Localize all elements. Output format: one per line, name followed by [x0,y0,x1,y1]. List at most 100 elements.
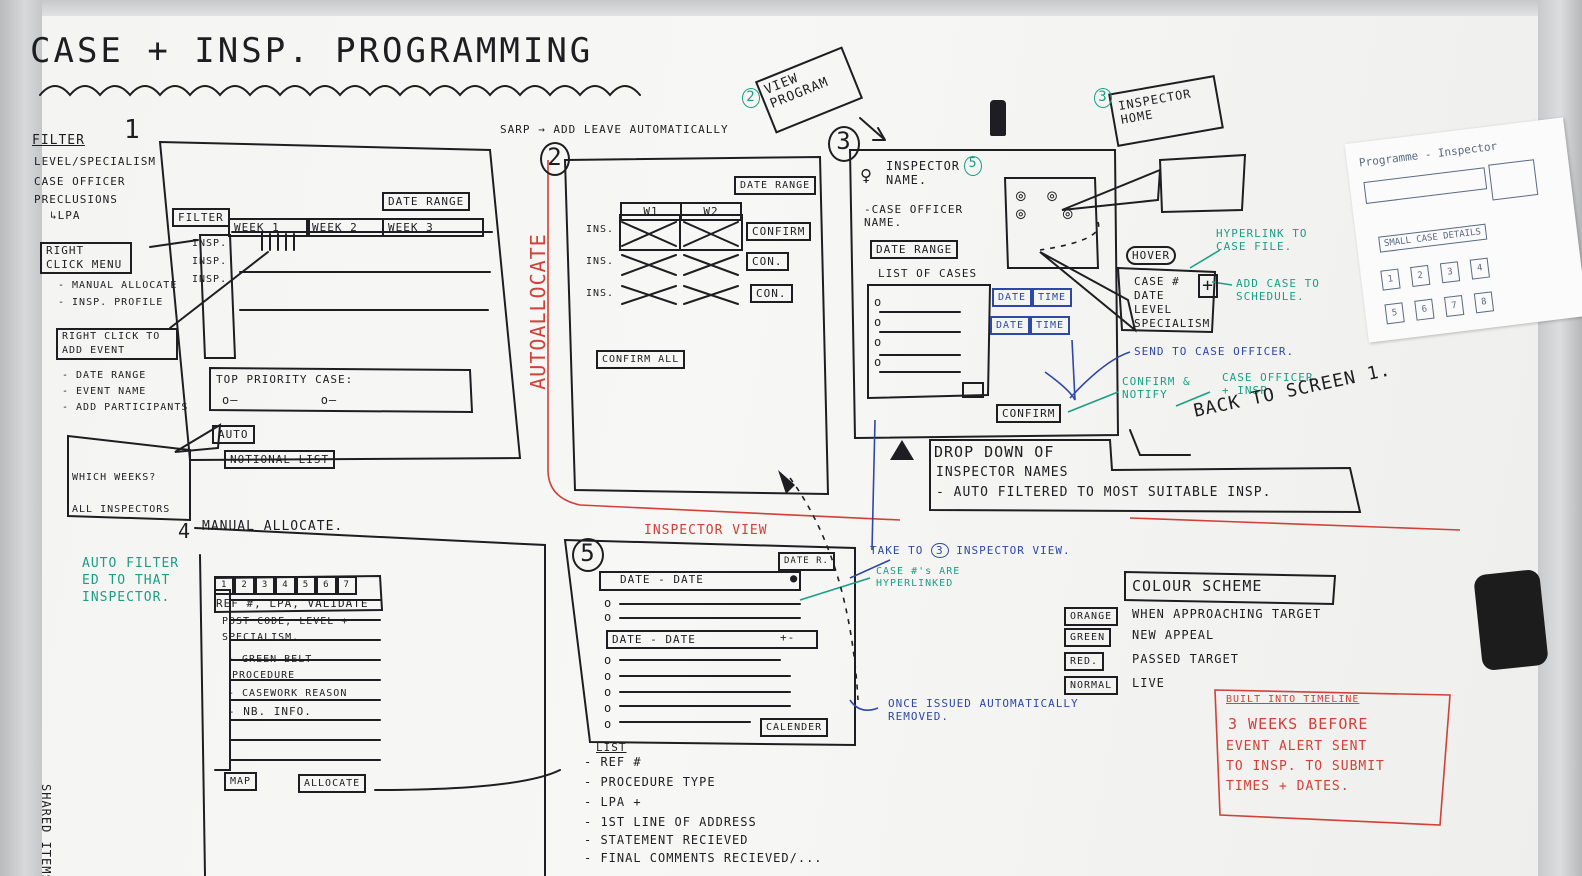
week-header[interactable]: WEEK 1 [228,218,310,237]
inspector-row[interactable]: INSP. [192,274,228,285]
dropdown-note: INSPECTOR NAMES [936,465,1069,480]
event-item: - EVENT NAME [62,386,147,397]
side-note: SHARED ITEMS [39,784,53,876]
date-range-button[interactable]: DATE R. [778,552,835,571]
time-field[interactable]: TIME [1030,316,1071,335]
case-officer-insp-note: CASE OFFICER + INSP. [1222,371,1314,397]
colour-meaning: LIVE [1132,676,1165,690]
menu-item: - INSP. PROFILE [58,297,164,308]
autoallocate-label: AUTOALLOCATE [525,233,550,390]
inspector-row[interactable]: INSP. [192,238,228,249]
tab[interactable]: 6 [316,576,337,595]
hover-item: SPECIALISM [1134,317,1211,330]
timeline-title: BUILT INTO TIMELINE [1226,694,1360,705]
tab-bar: 1 2 3 4 5 6 7 [214,576,357,595]
add-case-icon[interactable]: + [1198,274,1218,298]
confirm-notify-note: CONFIRM & NOTIFY [1122,375,1191,401]
confirm-button[interactable]: CONFIRM [996,404,1062,423]
take-to-note: TAKE TO 3 INSPECTOR VIEW. [870,543,1071,558]
take-to-label: TAKE TO [870,544,924,557]
board-frame-left [0,0,42,876]
map-button[interactable]: MAP [224,772,258,791]
details-line: - CASEWORK REASON [228,688,348,699]
week-header[interactable]: W1 [620,202,682,221]
page-title: CASE + INSP. PROGRAMMING [30,31,594,71]
sticky-box: 5 [1384,302,1405,325]
sticky-box: 6 [1414,298,1435,321]
board-frame-top [0,0,1582,16]
inspector-row[interactable]: INS. [586,224,615,235]
date-range-button[interactable]: DATE RANGE [382,192,471,211]
date-field[interactable]: DATE [992,288,1033,307]
sticky-note-field [1363,167,1488,204]
tab[interactable]: 7 [336,576,357,595]
date-range-row[interactable]: DATE - DATE [606,630,818,649]
colour-tag: NORMAL [1064,676,1119,695]
date-field[interactable]: DATE [990,316,1031,335]
tab[interactable]: 5 [295,576,317,595]
inspector-home-number: 3 [1094,88,1112,108]
calendar-button[interactable]: CALENDER [760,718,829,737]
confirm-button[interactable]: CON. [750,284,793,303]
filter-heading: FILTER [32,133,85,148]
auto-button[interactable]: AUTO [212,425,255,444]
case-bullets: o o [604,596,613,624]
inspector-name-label: INSPECTOR NAME. [886,159,961,187]
details-line: POST CODE, LEVEL + [222,616,349,627]
tab[interactable]: 1 [214,576,235,595]
week-header[interactable]: WEEK 3 [382,218,484,237]
week-header[interactable]: W2 [680,202,742,221]
tab[interactable]: 3 [254,576,276,595]
tab[interactable]: 4 [275,576,296,595]
sticky-box: 1 [1380,268,1401,291]
confirm-button[interactable]: CONFIRM [746,222,812,241]
which-weeks-label: WHICH WEEKS? [72,472,157,483]
hover-item: DATE [1134,289,1165,302]
map-pin-icons: ⌾ ⌾⌾ ⌾ [1016,187,1079,225]
date-range-row[interactable]: DATE - DATE [620,573,704,586]
filter-button[interactable]: FILTER [172,208,230,227]
date-range-button[interactable]: DATE RANGE [734,176,817,195]
confirm-all-button[interactable]: CONFIRM ALL [596,350,686,369]
allocate-button[interactable]: ALLOCATE [298,774,367,793]
inspector-row[interactable]: INS. [586,288,615,299]
sticky-note-title: Programme - Inspector [1358,139,1498,170]
notional-list-button[interactable]: NOTIONAL LIST [224,450,336,469]
list-heading: LIST [596,741,627,754]
date-range-button[interactable]: DATE RANGE [870,240,959,259]
case-hyperlinked-note: CASE #'s ARE HYPERLINKED [876,566,961,589]
add-case-note: ADD CASE TO SCHEDULE. [1236,277,1320,303]
confirm-button[interactable]: CON. [746,252,789,271]
toggle-icon[interactable]: ● [790,571,799,585]
hover-item: LEVEL [1134,303,1173,316]
dropdown-note: - AUTO FILTERED TO MOST SUITABLE INSP. [936,485,1272,500]
tab[interactable]: 2 [234,576,255,595]
minimize-icon[interactable] [962,382,984,398]
priority-bullets: o— o— [222,393,338,407]
once-issued-note: ONCE ISSUED AUTOMATICALLY REMOVED. [888,697,1079,723]
screen3-number: 3 [828,126,860,162]
screen4-number: 4 [178,519,192,543]
person-icon: ♀ [860,163,874,187]
inspector-row[interactable]: INSP. [192,256,228,267]
timeline-line: 3 WEEKS BEFORE [1228,715,1369,733]
sticky-note: Programme - Inspector SMALL CASE DETAILS… [1344,117,1582,343]
hover-label: HOVER [1126,246,1177,265]
colour-tag: RED. [1064,652,1105,671]
sticky-box: 7 [1444,294,1465,318]
list-item: - FINAL COMMENTS RECIEVED/... [584,851,823,865]
week-header[interactable]: WEEK 2 [306,218,384,237]
time-field[interactable]: TIME [1032,288,1073,307]
details-line: - NB. INFO. [228,705,312,718]
small-case-details: SMALL CASE DETAILS [1378,223,1487,253]
sarp-note: SARP → ADD LEAVE AUTOMATICALLY [500,123,729,136]
sticky-box: 2 [1410,264,1431,287]
plus-minus-icon[interactable]: +- [780,631,796,644]
details-line: SPECIALISM. [222,632,300,643]
details-line: REF #, LPA, VALIDATE [216,597,369,610]
lock-icon [990,100,1006,136]
inspector-row[interactable]: INS. [586,256,615,267]
filter-item: CASE OFFICER [34,175,126,188]
event-item: - ADD PARTICIPANTS [62,402,189,413]
